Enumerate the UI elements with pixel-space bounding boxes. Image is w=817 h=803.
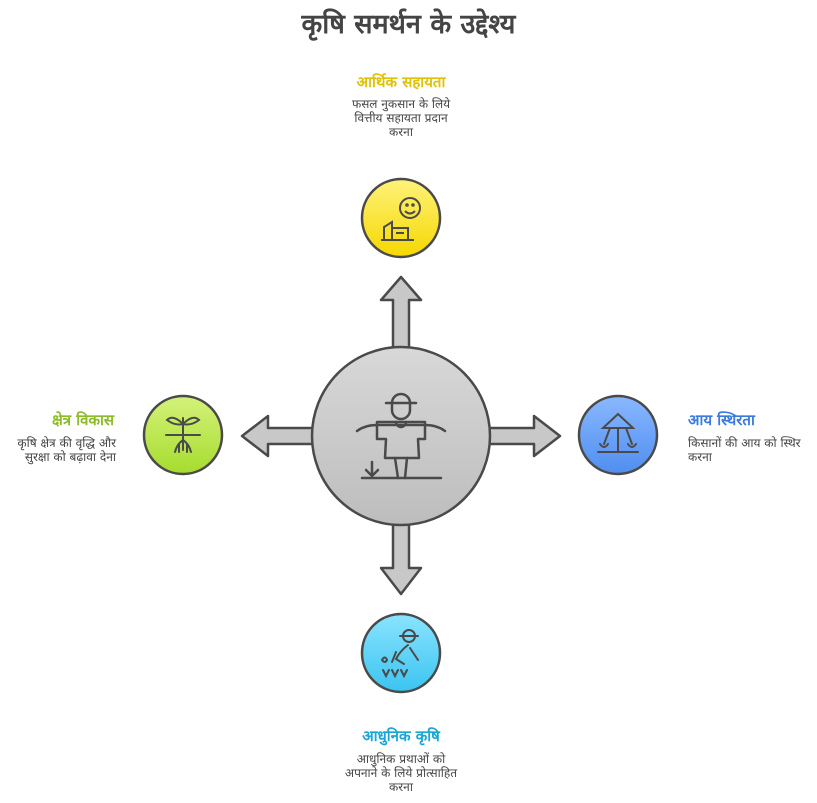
right-node-label: आय स्थिरता xyxy=(688,411,755,429)
left-node-desc: कृषि क्षेत्र की वृद्धि और सुरक्षा को बढ़… xyxy=(0,436,116,464)
money-smile-icon xyxy=(381,197,421,241)
desc-line: फसल नुकसान के लिये xyxy=(351,97,451,111)
desc-line: किसानों की आय को स्थिर xyxy=(688,436,801,450)
desc-line: करना xyxy=(389,125,413,139)
desc-line: सुरक्षा को बढ़ावा देना xyxy=(24,450,116,464)
page-title: कृषि समर्थन के उद्देश्य xyxy=(301,9,516,40)
arrow-down xyxy=(379,518,423,596)
scarecrow-icon xyxy=(355,392,447,480)
desc-line: आधुनिक प्रथाओं को xyxy=(356,752,446,766)
farmer-planting-icon xyxy=(381,629,419,679)
arrow-left xyxy=(240,414,317,458)
center-circle xyxy=(310,345,492,527)
sprout-icon xyxy=(165,416,201,453)
arrow-right xyxy=(485,414,562,458)
top-node-circle xyxy=(360,177,442,259)
desc-line: कृषि क्षेत्र की वृद्धि और xyxy=(17,436,116,450)
bottom-node-label: आधुनिक कृषि xyxy=(362,727,440,745)
bottom-node-desc: आधुनिक प्रथाओं को अपनाने के लिये प्रोत्स… xyxy=(300,752,502,794)
top-node-label: आर्थिक सहायता xyxy=(356,73,446,91)
desc-line: करना xyxy=(688,450,712,464)
left-node-label: क्षेत्र विकास xyxy=(51,411,114,429)
right-node-desc: किसानों की आय को स्थिर करना xyxy=(688,436,817,464)
desc-line: करना xyxy=(389,780,413,794)
desc-line: अपनाने के लिये प्रोत्साहित xyxy=(344,766,458,780)
balance-scale-icon xyxy=(597,412,639,453)
top-node-desc: फसल नुकसान के लिये वित्तीय सहायता प्रदान… xyxy=(300,97,502,139)
arrow-up xyxy=(379,275,423,352)
desc-line: वित्तीय सहायता प्रदान xyxy=(354,111,448,125)
